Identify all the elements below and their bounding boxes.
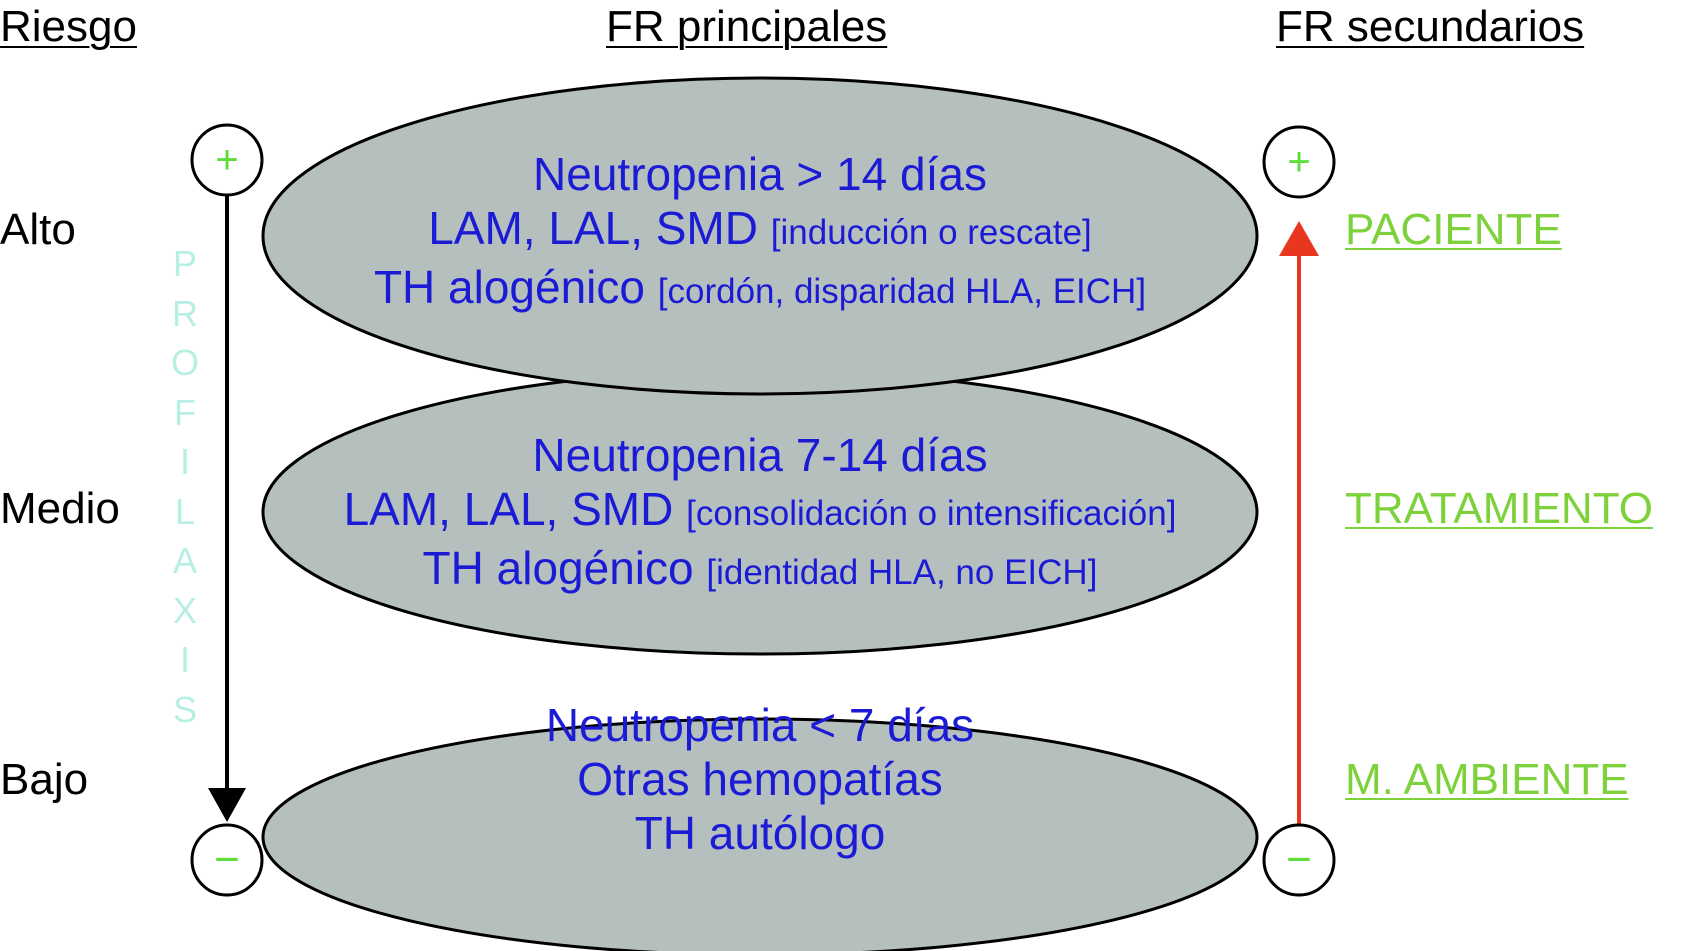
prophylaxis-letter: A [172,540,197,581]
level-high-line2: LAM, LAL, SMD [inducción o rescate] [263,201,1257,260]
secondary-factor-patient: PACIENTE [1345,205,1562,254]
level-low-line3: TH autólogo [634,807,886,859]
prophylaxis-arrow-head [208,788,246,822]
left-minus-icon: − [214,835,240,884]
header-primary-factors: FR principales [606,2,888,51]
right-plus-circle [1262,125,1336,199]
prophylaxis-letter: I [179,441,190,482]
risk-label-low: Bajo [0,755,89,804]
prophylaxis-letter: L [174,490,196,532]
header-secondary-factors: FR secundarios [1276,2,1585,51]
level-high-line1: Neutropenia > 14 días [533,148,987,200]
level-low-line2: Otras hemopatías [577,753,943,805]
left-plus-circle [190,123,264,197]
prophylaxis-letter: O [170,342,199,383]
right-minus-icon: − [1286,835,1312,884]
level-high-line2-main: LAM, LAL, SMD [428,202,758,254]
level-high-line3-main: TH alogénico [373,261,645,313]
secondary-factor-treatment: TRATAMIENTO [1345,484,1653,533]
left-plus-icon: + [215,138,238,182]
level-medium-line2-main: LAM, LAL, SMD [343,483,674,535]
level-high-text: Neutropenia > 14 días LAM, LAL, SMD [ind… [263,147,1257,319]
level-high-line2-detail: [inducción o rescate] [770,213,1092,252]
header-risk: Riesgo [0,2,137,51]
prophylaxis-letter: F [174,391,196,433]
level-medium-line3: TH alogénico [identidad HLA, no EICH] [263,541,1257,600]
prophylaxis-letter: P [172,243,197,284]
risk-label-medium: Medio [0,484,120,533]
prophylaxis-letter: S [172,688,197,730]
left-minus-circle [190,823,264,897]
risk-label-high: Alto [0,205,76,254]
prophylaxis-letter: I [179,639,190,680]
level-low-text: Neutropenia < 7 días Otras hemopatías TH… [263,698,1257,860]
prophylaxis-letter: R [172,292,198,334]
level-medium-line3-detail: [identidad HLA, no EICH] [706,553,1098,592]
prophylaxis-letter: X [172,589,197,631]
level-medium-line1: Neutropenia 7-14 días [532,429,988,481]
ellipse-high [261,76,1259,396]
secondary-risk-arrow-head [1279,221,1319,256]
level-medium-text: Neutropenia 7-14 días LAM, LAL, SMD [con… [263,428,1257,600]
level-low-line1: Neutropenia < 7 días [545,699,975,751]
right-minus-circle [1262,823,1336,897]
right-plus-icon: + [1287,140,1310,184]
level-high-line3: TH alogénico [cordón, disparidad HLA, EI… [263,260,1257,319]
level-medium-line2: LAM, LAL, SMD [consolidación o intensifi… [263,482,1257,541]
level-medium-line3-main: TH alogénico [422,542,694,594]
ellipse-low [261,717,1259,951]
level-high-line3-detail: [cordón, disparidad HLA, EICH] [657,272,1147,311]
secondary-factor-environment: M. AMBIENTE [1345,755,1629,804]
level-medium-line2-detail: [consolidación o intensificación] [686,494,1177,533]
